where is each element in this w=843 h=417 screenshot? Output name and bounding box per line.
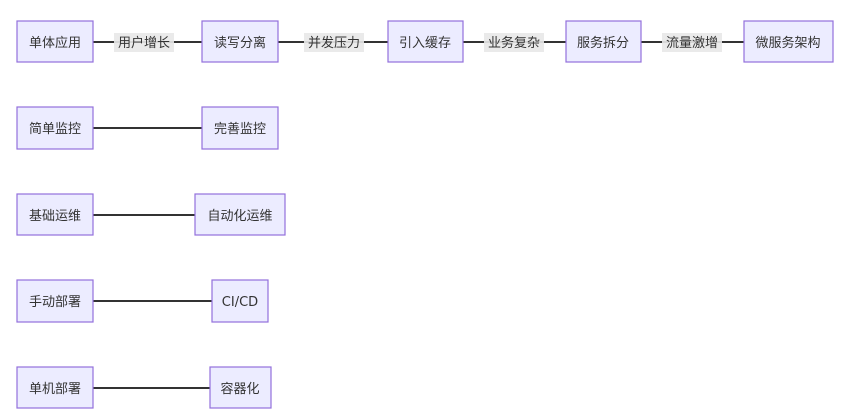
node-cicd: CI/CD bbox=[211, 279, 269, 323]
edge-label-complexity-text: 业务复杂 bbox=[488, 35, 540, 51]
node-manual-deploy-label: 手动部署 bbox=[29, 295, 81, 310]
edge-label-user-growth: 用户增长 bbox=[114, 33, 174, 52]
edge-label-traffic-surge: 流量激增 bbox=[662, 33, 722, 52]
node-cicd-label: CI/CD bbox=[222, 295, 258, 310]
node-rw-split-label: 读写分离 bbox=[214, 35, 266, 51]
node-service-split-label: 服务拆分 bbox=[577, 35, 629, 51]
node-auto-ops-label: 自动化运维 bbox=[207, 209, 272, 224]
edge-label-traffic-surge-text: 流量激增 bbox=[666, 36, 718, 51]
node-full-monitor-label: 完善监控 bbox=[214, 121, 266, 137]
node-basic-ops: 基础运维 bbox=[16, 193, 94, 236]
node-simple-monitor-label: 简单监控 bbox=[29, 121, 81, 137]
node-monolith-label: 单体应用 bbox=[29, 35, 81, 51]
node-microservice: 微服务架构 bbox=[743, 20, 834, 63]
edge-label-concurrency: 并发压力 bbox=[304, 33, 364, 52]
edge-label-complexity: 业务复杂 bbox=[484, 33, 544, 52]
node-service-split: 服务拆分 bbox=[565, 20, 642, 63]
node-container: 容器化 bbox=[209, 366, 272, 409]
node-auto-ops: 自动化运维 bbox=[194, 193, 286, 236]
node-single-machine-label: 单机部署 bbox=[29, 382, 81, 397]
node-full-monitor: 完善监控 bbox=[201, 106, 279, 150]
edge-label-user-growth-text: 用户增长 bbox=[118, 35, 170, 51]
node-cache-label: 引入缓存 bbox=[399, 36, 451, 51]
node-cache: 引入缓存 bbox=[387, 20, 464, 63]
node-rw-split: 读写分离 bbox=[201, 20, 279, 63]
edge-label-concurrency-text: 并发压力 bbox=[308, 35, 360, 51]
node-manual-deploy: 手动部署 bbox=[16, 279, 94, 323]
node-basic-ops-label: 基础运维 bbox=[29, 209, 81, 224]
node-simple-monitor: 简单监控 bbox=[16, 106, 94, 150]
node-monolith: 单体应用 bbox=[16, 20, 94, 63]
node-microservice-label: 微服务架构 bbox=[755, 35, 820, 51]
node-single-machine: 单机部署 bbox=[16, 366, 94, 409]
node-container-label: 容器化 bbox=[220, 381, 259, 397]
